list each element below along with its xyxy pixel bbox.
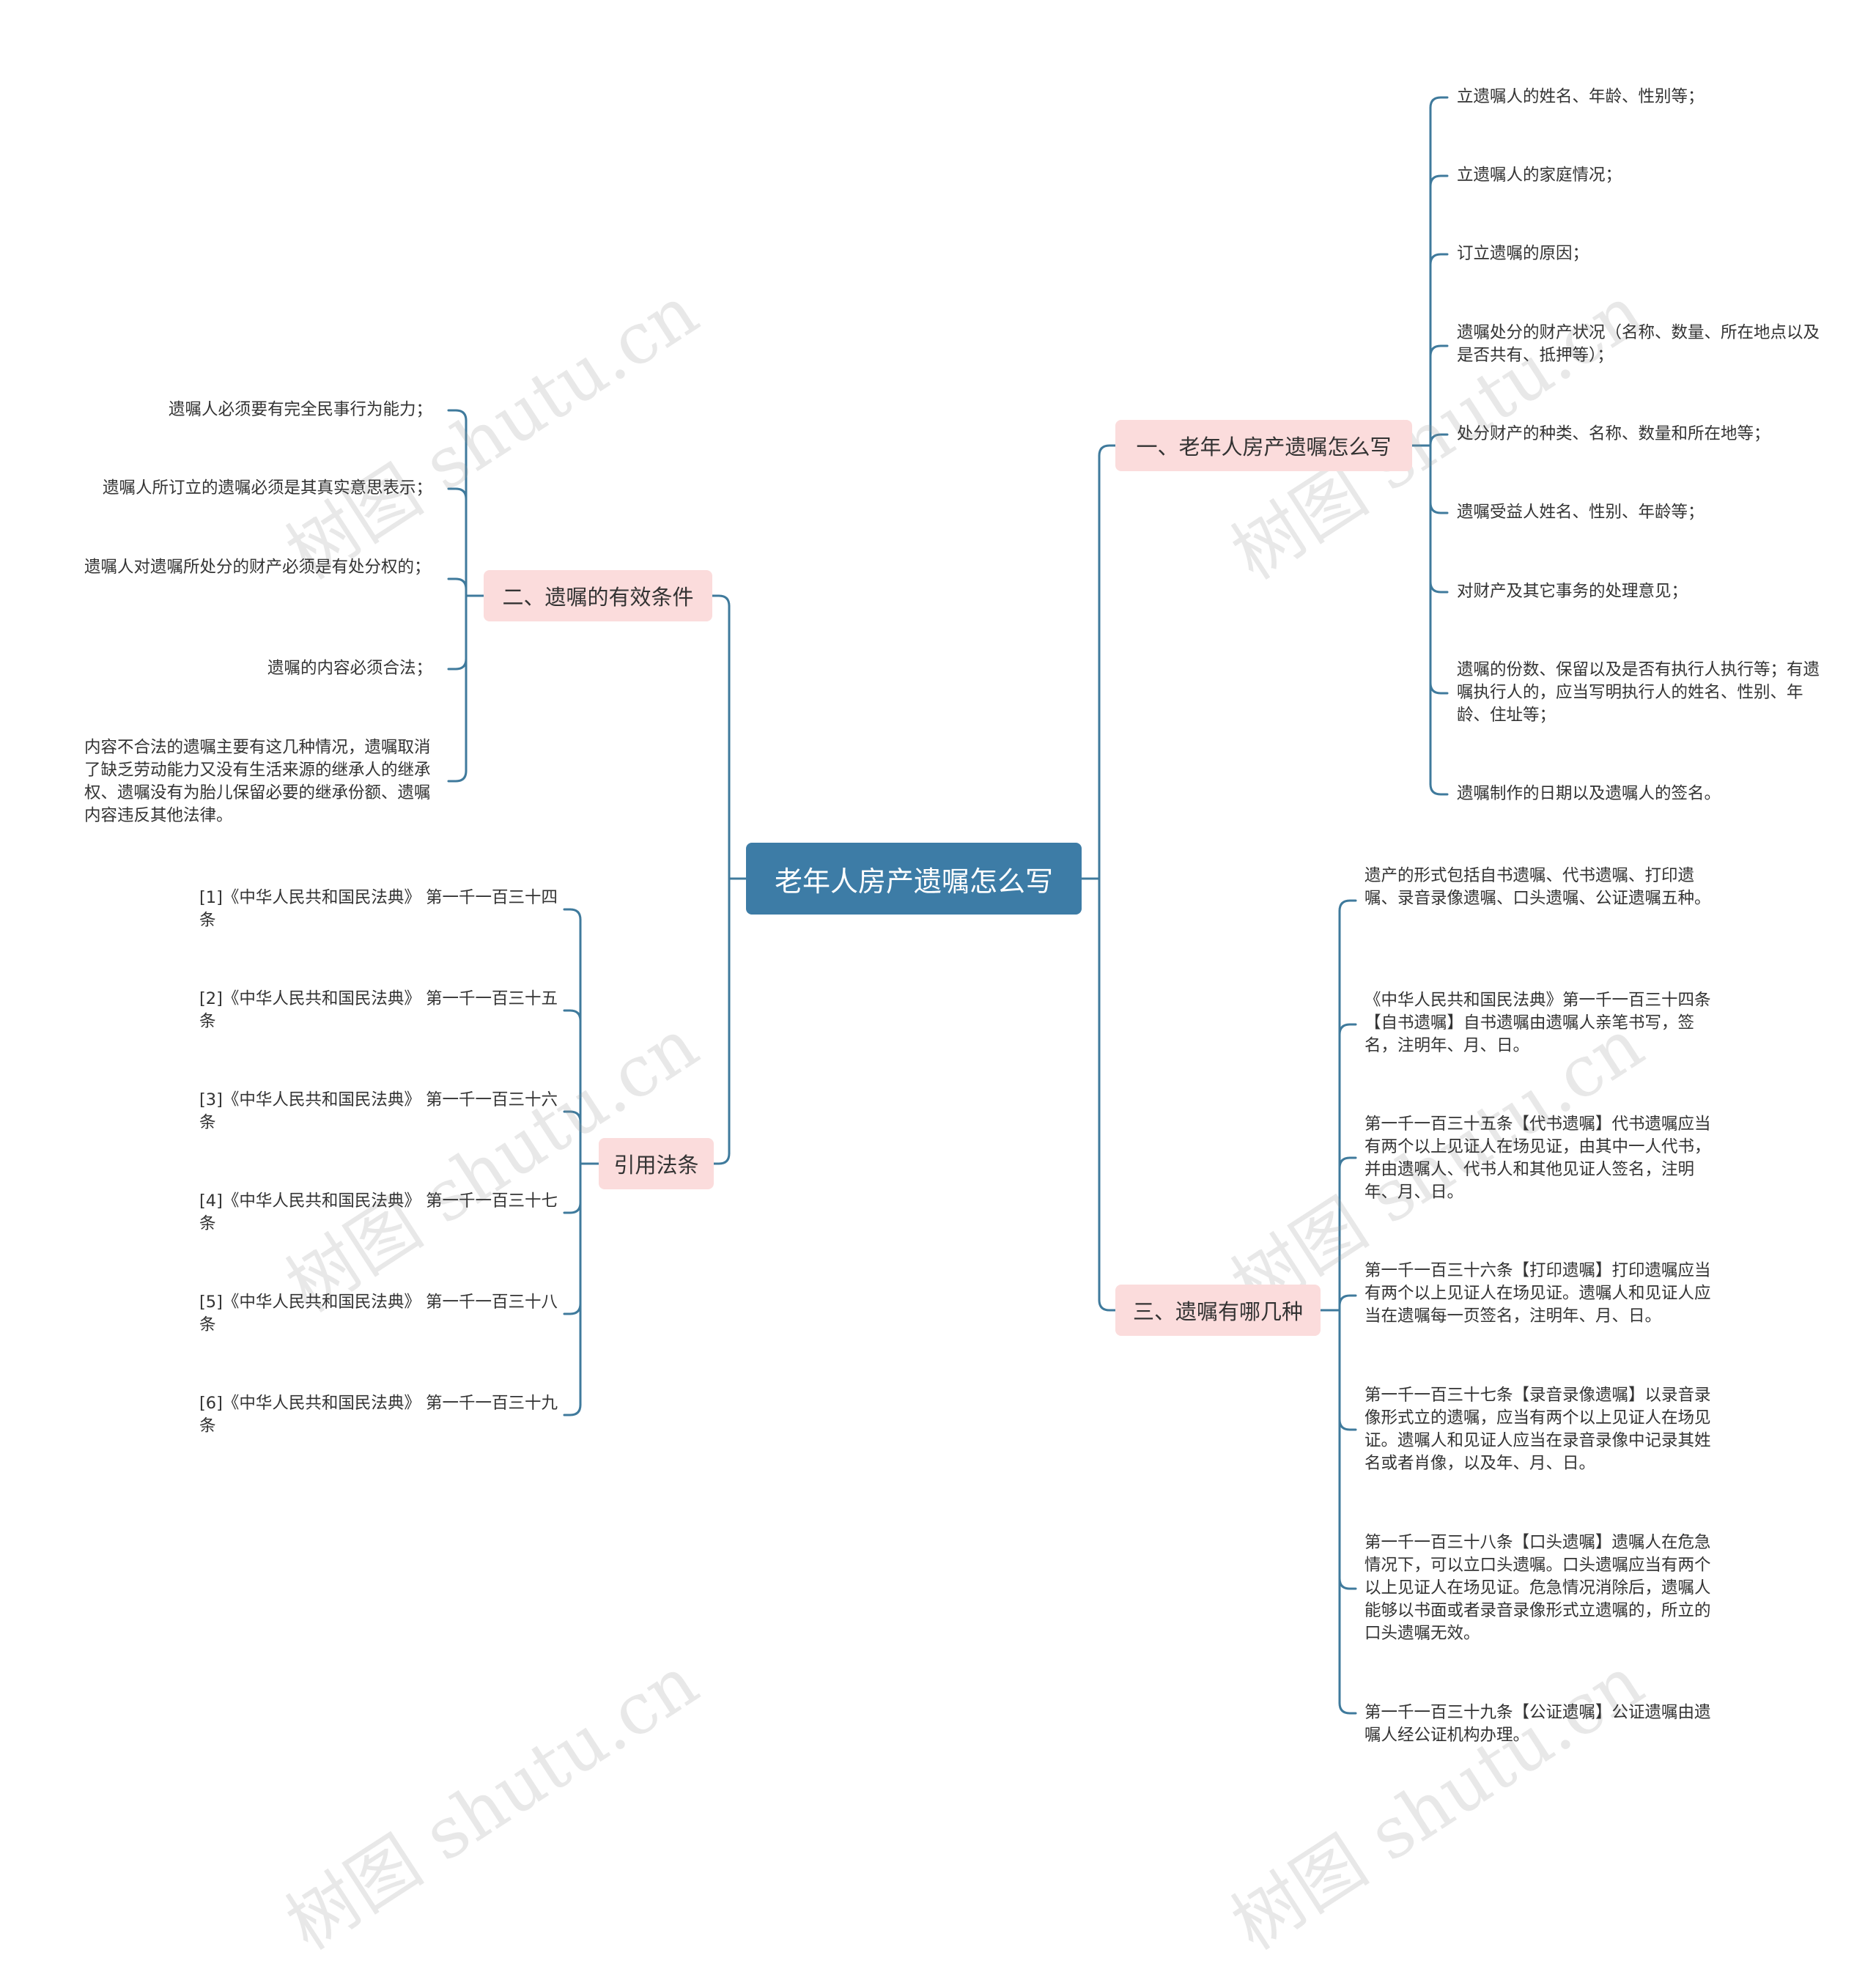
mind-map-canvas: 树图 shutu.cn 树图 shutu.cn 树图 shutu.cn 树图 s… — [84, 87, 1820, 1965]
connector-line — [711, 1152, 731, 1165]
leaf-item[interactable]: 对财产及其它事务的处理意见； — [1457, 582, 1688, 601]
connector-line — [563, 1110, 582, 1123]
leaf-item[interactable]: 第一千一百三十六条【打印遗嘱】打印遗嘱应当有两个以上见证人在场见证。遗嘱人和见证… — [1364, 1261, 1711, 1326]
leaf-item[interactable]: [4]《中华人民共和国民法典》 第一千一百三十七条 — [199, 1192, 558, 1233]
branch-topic-will-types[interactable]: 三、遗嘱有哪几种 — [1115, 1285, 1321, 1336]
connector-line — [1429, 344, 1449, 358]
leaf-item[interactable]: 遗嘱处分的财产状况（名称、数量、所在地点以及是否共有、抵押等）； — [1457, 323, 1820, 365]
connector-line — [1429, 433, 1449, 446]
leaf-item[interactable]: 立遗嘱人的姓名、年龄、性别等； — [1457, 87, 1705, 106]
connector-line — [563, 1201, 582, 1214]
leaf-item[interactable]: [5]《中华人民共和国民法典》 第一千一百三十八条 — [199, 1293, 558, 1334]
leaf-item[interactable]: 遗嘱人必须要有完全民事行为能力； — [168, 400, 432, 419]
leaf-item[interactable]: 第一千一百三十八条【口头遗嘱】遗嘱人在危急情况下，可以立口头遗嘱。口头遗嘱应当有… — [1364, 1533, 1711, 1643]
leaf-item[interactable]: 遗嘱的份数、保留以及是否有执行人执行等；有遗嘱执行人的，应当写明执行人的姓名、性… — [1457, 660, 1820, 725]
connector-lines — [447, 96, 1449, 1715]
connector-line — [447, 577, 468, 591]
connector-line — [1098, 1298, 1117, 1312]
leaf-item[interactable]: [6]《中华人民共和国民法典》 第一千一百三十九条 — [199, 1394, 558, 1436]
leaf-item[interactable]: 内容不合法的遗嘱主要有这几种情况，遗嘱取消了缺乏劳动能力又没有生活来源的继承人的… — [84, 738, 431, 825]
connector-line — [1338, 1702, 1357, 1715]
leaf-item[interactable]: 第一千一百三十七条【录音录像遗嘱】以录音录像形式立的遗嘱，应当有两个以上见证人在… — [1364, 1386, 1711, 1473]
connector-line — [1098, 444, 1117, 457]
connector-line — [1338, 1294, 1357, 1307]
leaf-item[interactable]: 遗嘱人对遗嘱所处分的财产必须是有处分权的； — [84, 558, 431, 577]
connector-line — [447, 769, 468, 783]
connector-line — [447, 409, 468, 422]
leaf-item[interactable]: 立遗嘱人的家庭情况； — [1457, 166, 1622, 185]
connector-line — [711, 594, 731, 607]
connector-line — [563, 1403, 582, 1416]
leaf-item[interactable]: 遗产的形式包括自书遗嘱、代书遗嘱、打印遗嘱、录音录像遗嘱、口头遗嘱、公证遗嘱五种… — [1364, 866, 1711, 908]
leaf-item[interactable]: 遗嘱受益人姓名、性别、年龄等； — [1457, 503, 1705, 522]
connector-line — [1338, 1023, 1357, 1036]
connector-line — [447, 657, 468, 671]
leaf-item[interactable]: 遗嘱人所订立的遗嘱必须是其真实意思表示； — [102, 479, 432, 498]
connector-line — [563, 1302, 582, 1315]
branch-topic-valid-conditions[interactable]: 二、遗嘱的有效条件 — [484, 570, 712, 621]
connector-line — [1429, 501, 1449, 514]
leaf-item[interactable]: 遗嘱的内容必须合法； — [267, 659, 432, 678]
root-topic[interactable]: 老年人房产遗嘱怎么写 — [746, 843, 1082, 915]
leaf-item[interactable]: [1]《中华人民共和国民法典》 第一千一百三十四条 — [199, 888, 558, 930]
connector-line — [1338, 1156, 1357, 1170]
connector-line — [1429, 681, 1449, 695]
leaf-item[interactable]: 订立遗嘱的原因； — [1457, 244, 1589, 263]
connector-line — [1429, 783, 1449, 796]
leaf-item[interactable]: [2]《中华人民共和国民法典》 第一千一百三十五条 — [199, 989, 558, 1031]
leaf-item[interactable]: [3]《中华人民共和国民法典》 第一千一百三十六条 — [199, 1090, 558, 1132]
connector-line — [563, 1009, 582, 1022]
connector-line — [447, 487, 468, 500]
connector-line — [1429, 580, 1449, 594]
connector-line — [563, 908, 582, 921]
leaf-item[interactable]: 遗嘱制作的日期以及遗嘱人的签名。 — [1457, 784, 1721, 803]
leaf-item[interactable]: 第一千一百三十五条【代书遗嘱】代书遗嘱应当有两个以上见证人在场见证，由其中一人代… — [1364, 1115, 1711, 1202]
connector-line — [1429, 96, 1449, 109]
connector-line — [1338, 899, 1357, 912]
connector-line — [1429, 174, 1449, 188]
connector-line — [1338, 1577, 1357, 1590]
branch-topic-how-to-write[interactable]: 一、老年人房产遗嘱怎么写 — [1115, 420, 1412, 471]
leaf-item[interactable]: 《中华人民共和国民法典》第一千一百三十四条【自书遗嘱】自书遗嘱由遗嘱人亲笔书写，… — [1364, 991, 1711, 1055]
leaf-item[interactable]: 处分财产的种类、名称、数量和所在地等； — [1457, 424, 1770, 443]
connector-line — [1338, 1418, 1357, 1431]
leaf-item[interactable]: 第一千一百三十九条【公证遗嘱】公证遗嘱由遗嘱人经公证机构办理。 — [1364, 1703, 1711, 1745]
branch-topic-cited-laws[interactable]: 引用法条 — [599, 1138, 714, 1189]
connector-line — [1429, 253, 1449, 266]
